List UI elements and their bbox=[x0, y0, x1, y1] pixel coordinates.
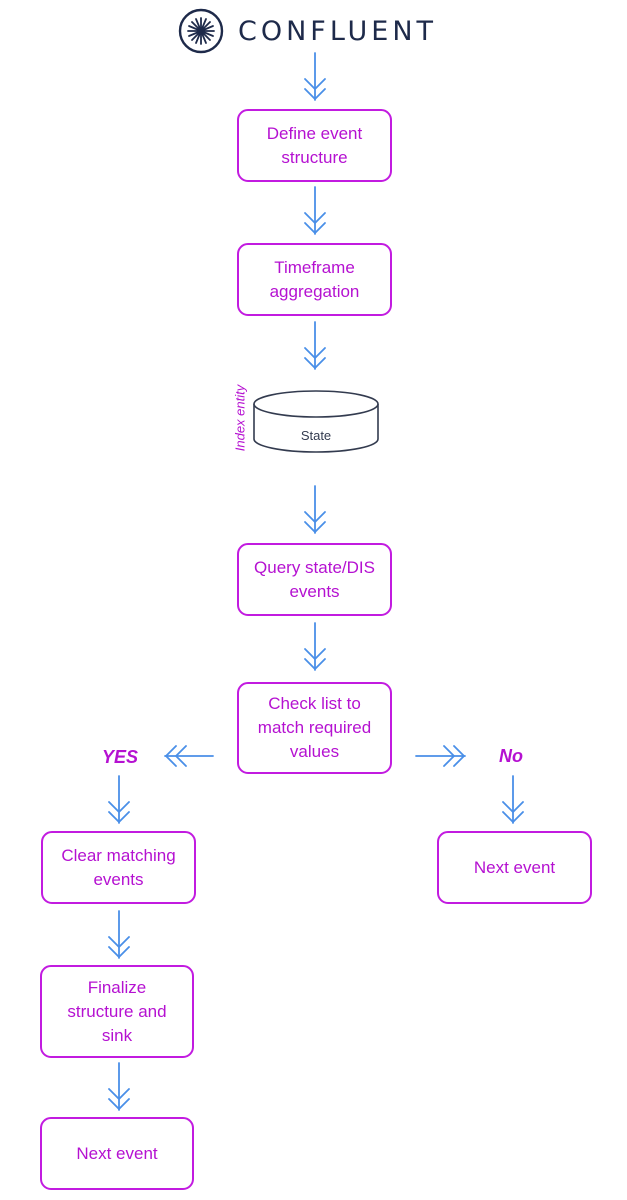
index-entity-label: Index entity bbox=[232, 384, 248, 452]
node-label: Timeframe aggregation bbox=[269, 257, 360, 301]
arrow-down-icon bbox=[108, 775, 130, 824]
node-label: Next event bbox=[76, 1143, 158, 1163]
node-finalize-structure: Finalize structure and sink bbox=[40, 965, 194, 1058]
arrow-down-icon bbox=[304, 622, 326, 671]
node-next-event-left: Next event bbox=[40, 1117, 194, 1190]
arrow-right-icon bbox=[415, 745, 466, 767]
node-query-state: Query state/DIS events bbox=[237, 543, 392, 616]
brand-header: CONFLUENT bbox=[178, 8, 437, 54]
brand-name: CONFLUENT bbox=[238, 15, 438, 47]
arrow-down-icon bbox=[304, 485, 326, 534]
confluent-logo-icon bbox=[178, 8, 224, 54]
node-label: Clear matching events bbox=[61, 845, 176, 889]
node-label: Next event bbox=[473, 857, 556, 877]
arrow-down-icon bbox=[108, 910, 130, 959]
arrow-down-icon bbox=[304, 186, 326, 235]
node-label: Check list to match required values bbox=[257, 694, 372, 761]
arrow-down-icon bbox=[304, 321, 326, 370]
branch-yes-label: YES bbox=[102, 747, 139, 767]
node-timeframe-aggregation: Timeframe aggregation bbox=[237, 243, 392, 316]
arrow-down-icon bbox=[108, 1062, 130, 1111]
branch-no-label: No bbox=[499, 746, 523, 766]
node-label: Query state/DIS events bbox=[254, 557, 375, 601]
arrow-left-icon bbox=[164, 745, 214, 767]
node-label: Finalize structure and sink bbox=[67, 977, 167, 1045]
node-check-list: Check list to match required values bbox=[237, 682, 392, 774]
state-cylinder: State bbox=[253, 390, 379, 453]
node-next-event-right: Next event bbox=[437, 831, 592, 904]
arrow-down-icon bbox=[502, 775, 524, 824]
node-label: Define event structure bbox=[266, 123, 363, 167]
state-label: State bbox=[301, 428, 331, 443]
arrow-down-icon bbox=[304, 52, 326, 101]
node-clear-matching-events: Clear matching events bbox=[41, 831, 196, 904]
node-define-event-structure: Define event structure bbox=[237, 109, 392, 182]
